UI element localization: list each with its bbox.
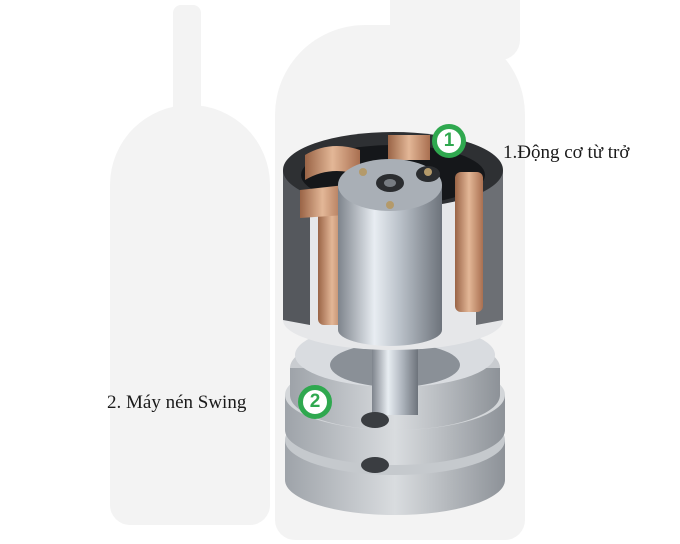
background-silhouette-left <box>110 105 270 525</box>
callout-marker-2: 2 <box>298 385 332 419</box>
swing-compressor-pump <box>285 323 505 515</box>
reluctance-motor <box>283 132 503 350</box>
callout-label-reluctance-motor: 1.Động cơ từ trở <box>503 142 630 163</box>
callout-number-2: 2 <box>309 391 321 412</box>
callout-marker-1: 1 <box>432 124 466 158</box>
background-silhouette-right-top <box>390 0 520 60</box>
background-silhouette-left-pipe <box>173 5 201 115</box>
callout-label-swing-compressor: 2. Máy nén Swing <box>107 392 247 413</box>
callout-number-1: 1 <box>443 130 455 151</box>
